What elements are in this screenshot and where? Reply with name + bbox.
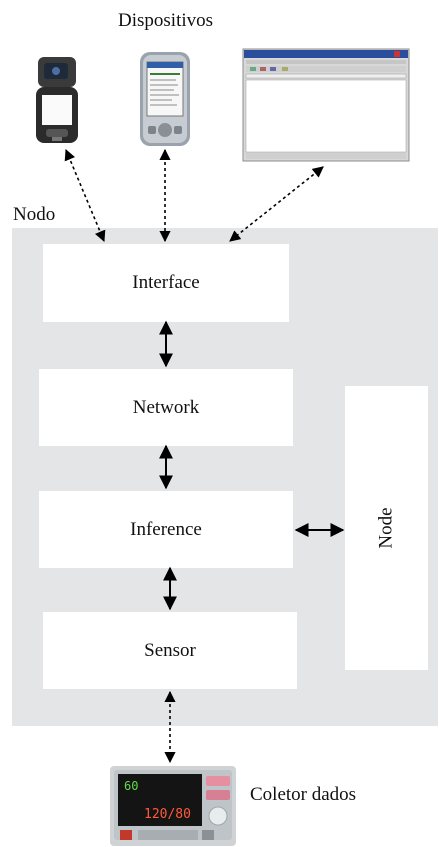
collector-label: Coletor dados [250,784,357,805]
network-box: Network [39,369,293,446]
node-side-box: Node [345,386,428,670]
interface-label: Interface [132,272,200,293]
pda-image [140,52,190,146]
data-collector-image: 60 120/80 [110,766,236,846]
sensor-box: Sensor [43,612,297,689]
interface-box: Interface [43,244,289,322]
collector-bottom-reading: 120/80 [144,807,191,822]
collector-top-reading: 60 [124,779,138,793]
inference-label: Inference [130,518,202,540]
network-label: Network [132,396,200,418]
inference-box: Inference [39,491,293,568]
web-browser-window-image [242,48,410,162]
mobile-phone-image [36,57,78,143]
sensor-label: Sensor [144,639,196,661]
nodo-label: Nodo [13,204,56,225]
browser-interface-arrow [229,166,324,242]
phone-interface-arrow [64,148,106,243]
devices-title: Dispositivos [118,10,214,31]
